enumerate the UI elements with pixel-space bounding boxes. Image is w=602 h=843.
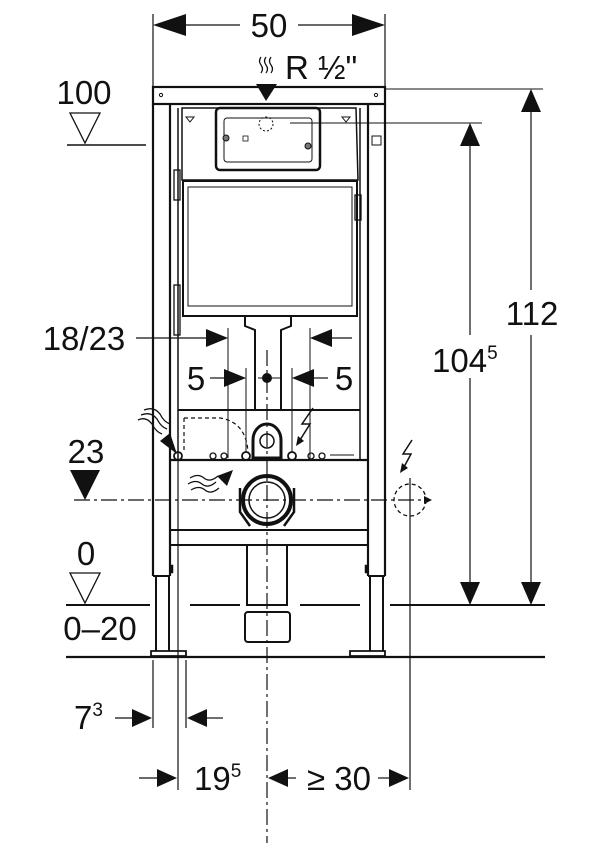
width-label: 50 bbox=[251, 7, 288, 44]
offset-19-5-sup: 5 bbox=[231, 761, 242, 782]
arrow-right-icon bbox=[352, 14, 385, 36]
water-supply-icon bbox=[258, 56, 274, 74]
offset-19-5-main: 19 bbox=[194, 760, 231, 797]
spacing-18-23-dimension: 18/23 bbox=[43, 320, 352, 458]
water-supply-label: R ½" bbox=[285, 49, 357, 86]
spacing-18-23-label: 18/23 bbox=[43, 320, 126, 357]
bottom-dimensions: 73 195 ≥ 30 bbox=[74, 460, 409, 797]
offset-7-3-main: 7 bbox=[74, 699, 92, 736]
offset-19-5-label: 195 bbox=[194, 760, 241, 797]
water-inlet-icon bbox=[137, 408, 171, 435]
arrow-up-icon bbox=[521, 89, 541, 112]
floor-range-label: 0–20 bbox=[63, 610, 136, 647]
level-100-marker: 100 bbox=[56, 74, 146, 146]
arrow-left-icon bbox=[292, 369, 314, 387]
height-112-label: 112 bbox=[506, 295, 559, 332]
arrow-down-icon bbox=[460, 582, 480, 605]
spacing-5-dimension: 5 5 bbox=[187, 360, 353, 452]
arrow-left-icon bbox=[153, 14, 186, 36]
frame bbox=[150, 85, 387, 657]
spacing-5-left-label: 5 bbox=[187, 360, 205, 397]
offset-7-3-sup: 3 bbox=[92, 700, 103, 721]
spacing-5-right-label: 5 bbox=[335, 360, 353, 397]
arrow-right-icon bbox=[224, 369, 246, 387]
level-100-label: 100 bbox=[56, 74, 111, 111]
width-dimension: 50 bbox=[152, 7, 386, 86]
level-marker-filled-icon bbox=[70, 470, 100, 500]
level-23-label: 23 bbox=[68, 433, 105, 470]
electric-icon bbox=[296, 407, 314, 446]
level-marker-icon bbox=[184, 116, 196, 123]
arrow-left-icon bbox=[310, 329, 332, 347]
height-104-label: 1045 bbox=[432, 342, 498, 379]
arrow-right-icon bbox=[389, 769, 409, 787]
drain-flow-icon bbox=[187, 470, 233, 493]
arrow-up-icon bbox=[460, 123, 480, 146]
level-23-marker: 23 bbox=[68, 433, 105, 500]
arrow-right-icon bbox=[206, 329, 228, 347]
arrow-left-icon bbox=[187, 709, 207, 727]
arrow-down-icon bbox=[256, 84, 277, 101]
clearance-30-label: ≥ 30 bbox=[307, 760, 371, 797]
arrow-down-icon bbox=[521, 582, 541, 605]
height-dimensions: 112 1045 bbox=[290, 88, 559, 605]
level-marker-icon bbox=[68, 112, 102, 145]
arrow-right-icon bbox=[157, 769, 177, 787]
level-0-label: 0 bbox=[77, 535, 95, 572]
height-104-sup: 5 bbox=[487, 343, 498, 364]
electric-icon bbox=[401, 439, 413, 468]
arrow-right-icon bbox=[132, 709, 152, 727]
level-marker-icon bbox=[68, 572, 102, 605]
offset-7-3-label: 73 bbox=[74, 699, 103, 736]
level-0-marker: 0 0–20 bbox=[63, 535, 545, 659]
electric-connection bbox=[393, 439, 432, 790]
water-supply: R ½" bbox=[256, 49, 357, 101]
arrow-down-icon bbox=[160, 433, 177, 454]
arrow-left-icon bbox=[268, 769, 288, 787]
level-marker-icon bbox=[340, 116, 352, 123]
height-104-main: 104 bbox=[432, 342, 487, 379]
